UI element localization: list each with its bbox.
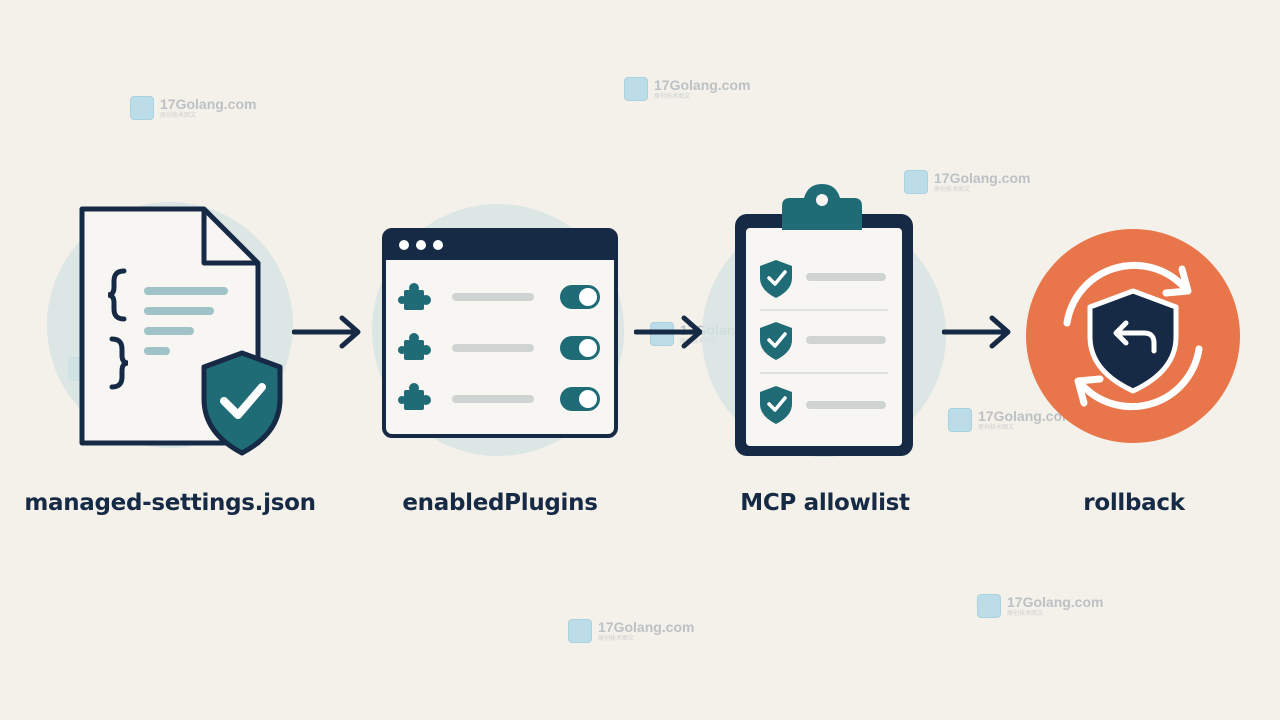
- watermark-logo-icon: [568, 619, 592, 643]
- watermark-logo-icon: [977, 594, 1001, 618]
- json-file-shield-icon: [47, 202, 293, 456]
- watermark-logo-icon: [130, 96, 154, 120]
- step-label-enabled-plugins: enabledPlugins: [402, 490, 598, 516]
- step-label-managed-settings: managed-settings.json: [24, 490, 316, 516]
- watermark-logo-icon: [948, 408, 972, 432]
- step-label-mcp-allowlist: MCP allowlist: [740, 490, 910, 516]
- step-label-rollback: rollback: [1083, 490, 1185, 516]
- shield-checklist-clipboard-icon: [702, 184, 946, 457]
- plugin-toggle-window-icon: [372, 204, 624, 456]
- arrow-right-icon: [634, 315, 703, 349]
- watermark-logo-icon: [624, 77, 648, 101]
- rollback-cycle-shield-icon: [1026, 229, 1240, 443]
- arrow-right-icon: [942, 315, 1011, 349]
- arrow-right-icon: [292, 315, 361, 349]
